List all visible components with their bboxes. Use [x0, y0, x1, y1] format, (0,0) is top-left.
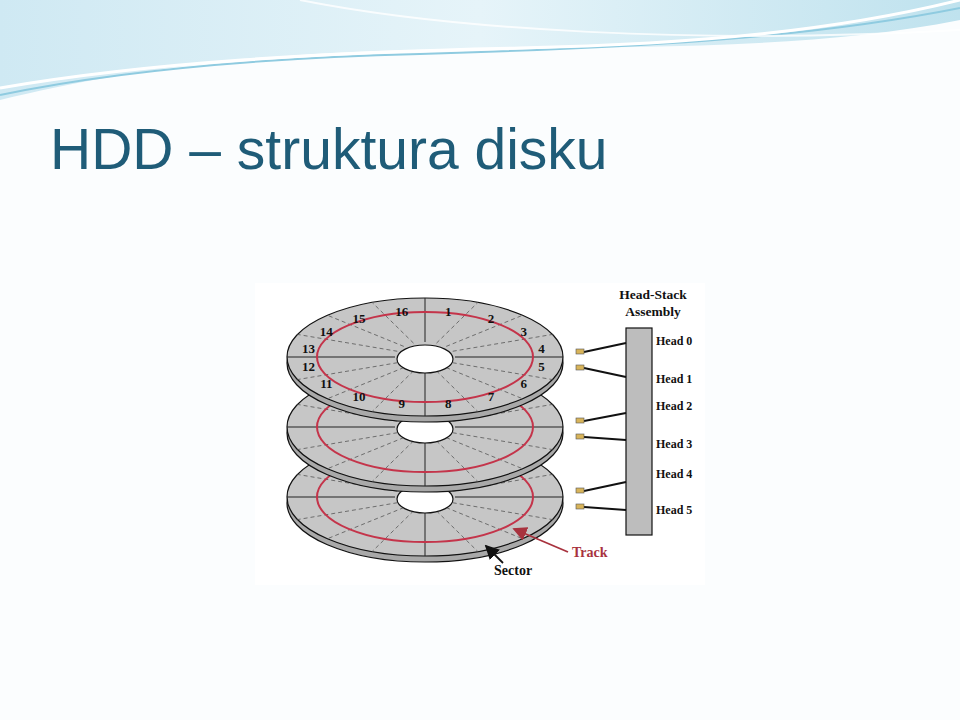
read-write-head: [576, 504, 584, 509]
sector-line: [453, 433, 553, 450]
platter: [287, 368, 563, 492]
sector-line: [455, 357, 563, 358]
read-write-head: [576, 488, 584, 493]
sector-line: [453, 503, 553, 520]
sector-number: 9: [399, 397, 406, 410]
head-arm: [584, 482, 626, 491]
read-write-head: [576, 365, 584, 370]
sector-line: [436, 441, 477, 482]
track-label: Track: [572, 545, 608, 561]
head-label: Head 2: [656, 400, 692, 412]
sector-line: [425, 372, 426, 416]
head-label: Head 5: [656, 504, 692, 516]
slide-title: HDD – struktura disku: [50, 118, 608, 181]
head-arm: [584, 343, 626, 352]
sector-line: [287, 497, 395, 498]
platter-surface: [287, 298, 563, 416]
wave-line: [0, 0, 960, 88]
sector-line: [436, 511, 477, 552]
spindle-hole: [397, 345, 453, 373]
sector-line: [425, 298, 426, 342]
sector-line: [372, 371, 413, 412]
sector-line: [425, 512, 426, 556]
sector-number: 13: [302, 341, 315, 354]
wave-line: [0, 8, 960, 95]
sector-number: 6: [520, 377, 527, 390]
head-arm: [584, 437, 626, 440]
sector-line: [436, 302, 477, 343]
read-write-head: [576, 418, 584, 423]
head-arm: [584, 413, 626, 421]
sector-line: [298, 503, 398, 520]
sector-number: 10: [353, 390, 366, 403]
sector-line: [287, 357, 395, 358]
head-arm: [584, 368, 626, 377]
sector-line: [455, 427, 563, 428]
sector-number: 14: [320, 324, 333, 337]
track-leader: [514, 529, 568, 552]
sector-number: 12: [302, 360, 315, 373]
sector-number: 16: [395, 304, 408, 317]
sector-line: [436, 371, 477, 412]
sector-line: [453, 334, 553, 351]
head-label: Head 1: [656, 373, 692, 385]
sector-line: [298, 433, 398, 450]
sector-line: [372, 511, 413, 552]
sector-number: 2: [488, 311, 495, 324]
sector-number: 15: [353, 311, 366, 324]
head-stack-bar: [626, 328, 652, 535]
head-arm: [584, 507, 626, 510]
sector-number: 11: [320, 377, 332, 390]
assembly-label: Head-Stack Assembly: [605, 287, 701, 321]
head-label: Head 3: [656, 438, 692, 450]
top-wave: [0, 0, 960, 100]
read-write-head: [576, 349, 584, 354]
sector-number: 8: [445, 397, 452, 410]
sector-number: 4: [538, 341, 545, 354]
sector-number: 5: [538, 360, 545, 373]
track-ring: [317, 312, 533, 402]
sector-number: 3: [520, 324, 527, 337]
assembly-heading: Head-Stack Assembly: [605, 287, 701, 321]
wave-line: [300, 0, 960, 36]
sector-line: [372, 302, 413, 343]
image-ground: [255, 283, 705, 585]
platter-surface: [287, 368, 563, 486]
head-label: Head 4: [656, 468, 692, 480]
platter: [287, 298, 563, 422]
sector-number: 1: [445, 304, 452, 317]
head-label: Head 0: [656, 335, 692, 347]
sector-line: [453, 363, 553, 380]
sector-leader: [486, 546, 503, 563]
read-write-head: [576, 434, 584, 439]
sector-line: [425, 442, 426, 486]
sector-label: Sector: [494, 563, 532, 579]
sector-line: [372, 441, 413, 482]
sector-number: 7: [488, 390, 495, 403]
sector-line: [287, 427, 395, 428]
sector-line: [455, 497, 563, 498]
